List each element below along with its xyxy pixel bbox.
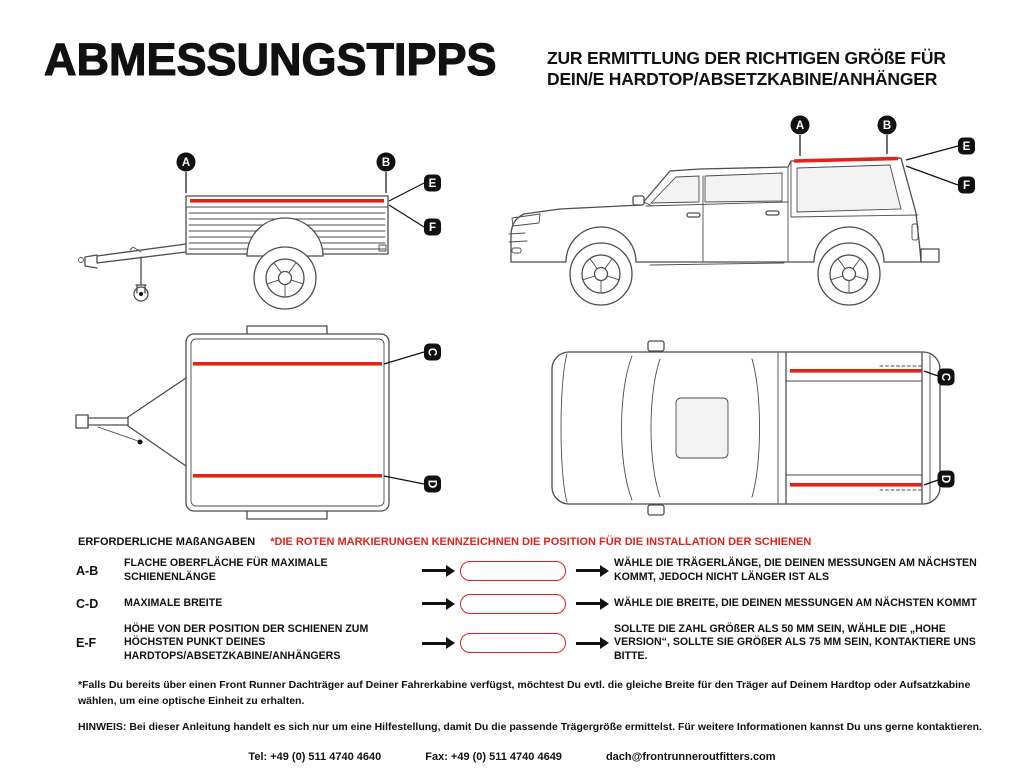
page-title: ABMESSUNGSTIPPS xyxy=(43,33,497,85)
rail-position-marking xyxy=(193,362,382,366)
trailer-top-view xyxy=(75,325,390,520)
measurement-rows: A-B FLACHE OBERFLÄCHE FÜR MAXIMALE SCHIE… xyxy=(0,557,1024,664)
marker-c-label: C xyxy=(939,373,951,381)
rail-position-marking xyxy=(790,369,922,373)
marker-a-truck: A xyxy=(790,115,810,156)
contact-email: dach@frontrunneroutfitters.com xyxy=(605,751,776,764)
arrow-right-icon xyxy=(576,641,600,645)
row-description: MAXIMALE BREITE xyxy=(124,596,223,609)
marker-d-label: D xyxy=(426,480,438,488)
arrow-right-icon xyxy=(422,602,446,606)
arrow-right-icon xyxy=(576,569,600,573)
contact-bar: Tel: +49 (0) 511 4740 4640 Fax: +49 (0) … xyxy=(0,751,1024,763)
illustrations: A B E F xyxy=(75,115,975,520)
marker-c-truck: C xyxy=(923,368,955,386)
contact-fax: Fax: +49 (0) 511 4740 4649 xyxy=(425,751,562,764)
marker-f-label: F xyxy=(429,222,436,234)
truck-side-view xyxy=(508,156,940,306)
truck-top-view xyxy=(551,340,941,516)
measurement-section: ERFORDERLICHE MAßANGABEN *DIE ROTEN MARK… xyxy=(0,528,1024,763)
measurements-header: ERFORDERLICHE MAßANGABEN *DIE ROTEN MARK… xyxy=(0,536,1024,548)
marker-e-label: E xyxy=(963,141,971,153)
rail-position-marking xyxy=(190,199,384,203)
marker-c-trailer: C xyxy=(383,343,441,365)
marker-c-label: C xyxy=(426,348,438,356)
marker-d-label: D xyxy=(939,475,951,483)
row-result: WÄHLE DIE BREITE, DIE DEINEN MESSUNGEN A… xyxy=(614,596,977,609)
marker-b-truck: B xyxy=(877,115,897,154)
measurement-input-cd[interactable] xyxy=(460,593,566,614)
marker-a-trailer: A xyxy=(176,152,196,193)
hinweis-footnote: HINWEIS: Bei dieser Anleitung handelt es… xyxy=(78,721,982,734)
marker-b-label: B xyxy=(883,120,891,132)
measurement-row-cd: C-D MAXIMALE BREITE WÄHLE DIE BREITE, DI… xyxy=(0,593,1024,614)
marker-f-truck: F xyxy=(905,165,975,194)
contact-tel: Tel: +49 (0) 511 4740 4640 xyxy=(248,751,382,764)
row-result: WÄHLE DIE TRÄGERLÄNGE, DIE DEINEN MESSUN… xyxy=(614,557,977,583)
arrow-right-icon xyxy=(576,602,600,606)
row-key: E-F xyxy=(76,636,97,651)
measurements-heading: ERFORDERLICHE MAßANGABEN xyxy=(78,536,256,548)
measurement-row-ab: A-B FLACHE OBERFLÄCHE FÜR MAXIMALE SCHIE… xyxy=(0,557,1024,585)
row-key: A-B xyxy=(76,563,99,578)
arrow-right-icon xyxy=(422,569,446,573)
asterisk-footnote: *Falls Du bereits über einen Front Runne… xyxy=(78,678,971,707)
marker-e-trailer: E xyxy=(388,174,441,202)
marker-e-label: E xyxy=(429,178,437,190)
row-key: C-D xyxy=(76,596,99,611)
rail-position-marking xyxy=(790,483,922,487)
marker-a-label: A xyxy=(796,120,804,132)
arrow-right-icon xyxy=(422,641,446,645)
red-markings-note: *DIE ROTEN MARKIERUNGEN KENNZEICHNEN DIE… xyxy=(270,536,812,548)
trailer-side-view xyxy=(78,195,389,310)
marker-e-truck: E xyxy=(905,137,975,161)
marker-d-trailer: D xyxy=(383,475,441,493)
marker-f-label: F xyxy=(963,180,970,192)
measurement-row-ef: E-F HÖHE VON DER POSITION DER SCHIENEN Z… xyxy=(0,623,1024,664)
measurement-input-ef[interactable] xyxy=(460,633,566,654)
row-description: FLACHE OBERFLÄCHE FÜR MAXIMALE SCHIENENL… xyxy=(124,557,328,583)
marker-a-label: A xyxy=(182,157,190,169)
marker-f-trailer: F xyxy=(388,204,441,236)
marker-d-truck: D xyxy=(923,470,955,488)
marker-b-label: B xyxy=(382,157,390,169)
rail-position-marking xyxy=(193,474,382,478)
row-description: HÖHE VON DER POSITION DER SCHIENEN ZUM H… xyxy=(124,622,369,663)
row-result: SOLLTE DIE ZAHL GRÖßER ALS 50 MM SEIN, W… xyxy=(614,622,976,663)
subtitle-line-1: ZUR ERMITTLUNG DER RICHTIGEN GRÖßE FÜR xyxy=(547,48,946,68)
page-subtitle: ZUR ERMITTLUNG DER RICHTIGEN GRÖßE FÜR D… xyxy=(547,48,946,91)
rail-position-marking xyxy=(793,156,899,163)
measurement-input-ab[interactable] xyxy=(460,560,566,581)
subtitle-line-2: DEIN/E HARDTOP/ABSETZKABINE/ANHÄNGER xyxy=(547,69,938,90)
marker-b-trailer: B xyxy=(376,152,396,193)
